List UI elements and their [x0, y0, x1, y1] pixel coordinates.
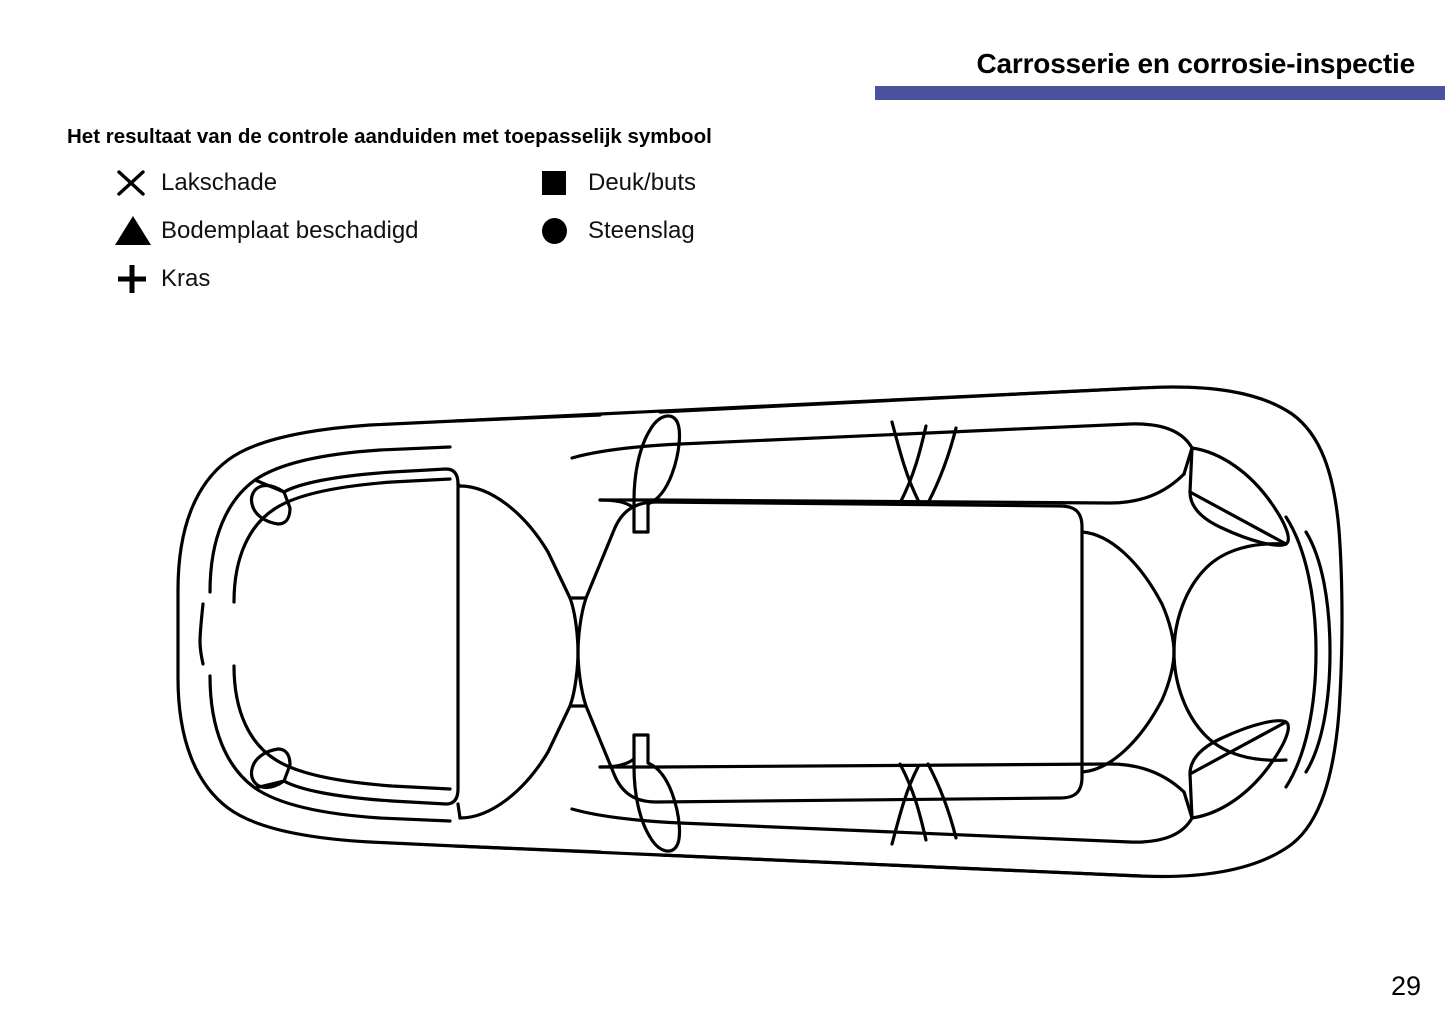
legend-item-label: Deuk/buts [588, 168, 697, 196]
page-title: Carrosserie en corrosie-inspectie [976, 48, 1416, 79]
car-top-view-diagram[interactable] [100, 352, 1345, 952]
x-mark-icon [115, 166, 161, 200]
legend-block: Het resultaat van de controle aanduiden … [67, 125, 967, 311]
header-accent-rule [875, 86, 1445, 100]
filled-triangle-icon [115, 214, 161, 248]
legend-heading: Het resultaat van de controle aanduiden … [67, 125, 712, 148]
plus-mark-icon [115, 262, 161, 296]
legend-item-label: Steenslag [588, 216, 695, 244]
legend-item-steenslag: Steenslag [542, 214, 695, 248]
legend-item-deuk-buts: Deuk/buts [542, 166, 696, 200]
page-header: Carrosserie en corrosie-inspectie [0, 0, 1445, 110]
legend-grid: Lakschade Bodemplaat beschadigd Kras Deu… [67, 166, 967, 311]
filled-circle-icon [542, 214, 588, 248]
filled-square-icon [542, 166, 588, 200]
legend-item-label: Lakschade [161, 168, 278, 196]
legend-item-bodemplaat-beschadigd: Bodemplaat beschadigd [115, 214, 419, 248]
page-number: 29 [1390, 971, 1421, 1001]
legend-item-lakschade: Lakschade [115, 166, 277, 200]
legend-item-label: Kras [161, 264, 211, 292]
legend-item-label: Bodemplaat beschadigd [161, 216, 419, 244]
legend-item-kras: Kras [115, 262, 210, 296]
